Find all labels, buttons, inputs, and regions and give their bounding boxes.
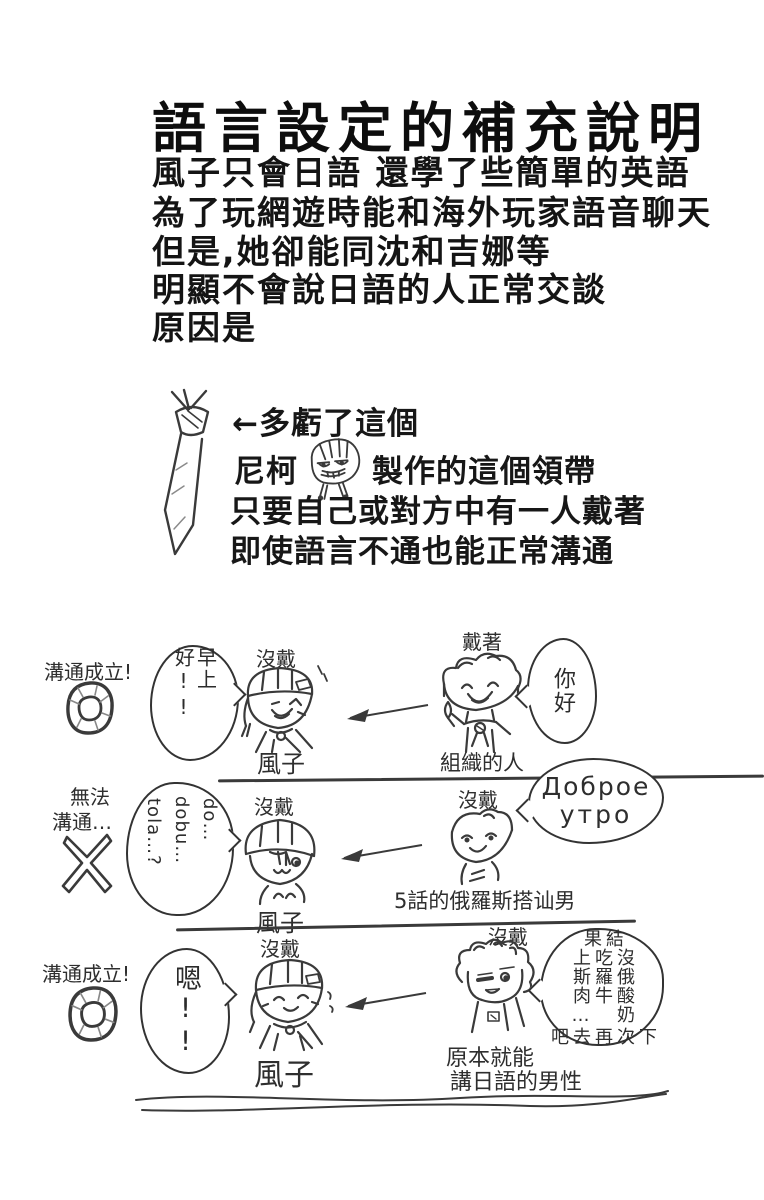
character-fuko	[240, 952, 338, 1056]
tie-rule-line: 即使語言不通也能正常溝通	[230, 534, 614, 570]
intro-line: 風子只會日語 還學了些簡單的英語	[152, 153, 691, 192]
circle-mark-icon	[64, 680, 116, 736]
panel1-left-status: 沒戴	[256, 647, 296, 671]
divider-line	[176, 919, 636, 931]
tie-sketch-icon	[158, 388, 228, 566]
bubble-text-col: 沒吃上	[570, 947, 635, 967]
speech-bubble-fuko: 嗯!!	[140, 948, 230, 1074]
bubble-text-col: 酸奶牛肉…	[570, 985, 635, 1027]
bubble-text: 嗯!!	[170, 963, 201, 1059]
circle-mark-icon	[66, 984, 120, 1044]
speech-bubble-org-member: 你好	[527, 638, 597, 744]
bubble-text: 你好	[550, 667, 575, 715]
arrow-left-icon	[344, 700, 430, 724]
character-russian-man	[436, 804, 520, 890]
panel2-right-status: 沒戴	[458, 788, 498, 812]
panel3-left-name: 風子	[254, 1058, 314, 1093]
speech-bubble-japanese-man: 結果 沒吃上 俄羅斯 酸奶牛肉… 下次再去吧	[540, 928, 664, 1046]
bubble-line: Доброе	[541, 772, 651, 801]
speech-bubble-russian: Доброе утро	[528, 758, 664, 844]
cross-mark-icon	[60, 832, 114, 894]
intro-line: 但是,她卻能同沈和吉娜等	[152, 232, 552, 271]
panel3-left-status: 沒戴	[260, 937, 300, 961]
panel3-result-label: 溝通成立!	[42, 962, 131, 986]
character-japanese-man	[448, 936, 540, 1042]
maker-name: 尼柯	[234, 453, 298, 490]
panel1-result-label: 溝通成立!	[44, 660, 133, 684]
panel1-left-name: 風子	[257, 750, 305, 778]
maker-note-text: 製作的這個領帶	[372, 453, 596, 490]
arrow-left-icon	[338, 840, 424, 864]
character-fuko	[234, 812, 326, 906]
bubble-text: 早上好!!	[171, 647, 218, 721]
speech-bubble-fuko: do… dobu… tola…?	[126, 782, 234, 916]
bubble-text-col: 結果	[581, 928, 624, 948]
panel2-left-status: 沒戴	[254, 795, 294, 819]
bubble-text-col: dobu…	[171, 796, 192, 865]
arrow-left-icon	[342, 988, 428, 1012]
bubble-text-col: 下次再去吧	[548, 1026, 657, 1046]
panel3-right-status: 沒戴	[488, 925, 528, 949]
panel2-right-name: 5話的俄羅斯搭讪男	[394, 889, 576, 913]
panel1-right-status: 戴著	[462, 630, 502, 654]
character-org-member	[434, 648, 526, 760]
intro-line: 明顯不會說日語的人正常交談	[152, 270, 607, 309]
bubble-text-col: tola…?	[143, 798, 164, 866]
character-fuko	[234, 660, 329, 756]
bubble-text-col: do…	[199, 798, 220, 842]
tie-maker-note: 尼柯 製作的這個領帶	[234, 432, 596, 504]
panel3-right-name: 原本就能	[446, 1046, 535, 1071]
panel2-result-label: 溝通…	[52, 810, 112, 834]
panel2-left-name: 風子	[256, 909, 304, 937]
bottom-double-line	[130, 1086, 675, 1120]
intro-line: 為了玩網遊時能和海外玩家語音聊天	[152, 193, 712, 232]
panel2-result-label: 無法	[70, 785, 110, 809]
intro-line: 原因是	[152, 308, 257, 347]
bubble-text: Доброе утро	[542, 773, 651, 829]
bubble-line: утро	[559, 800, 633, 829]
niko-face-sketch-icon	[306, 434, 364, 502]
tie-thanks-note: ←多虧了這個	[232, 406, 419, 442]
speech-bubble-fuko: 早上好!!	[150, 645, 239, 761]
bubble-text-col: 俄羅斯	[570, 966, 635, 986]
panel1-right-name: 組織的人	[440, 751, 524, 775]
tie-rule-line: 只要自己或對方中有一人戴著	[230, 494, 646, 530]
page-title: 語言設定的補充說明	[152, 97, 710, 160]
panel3-right-name: 講日語的男性	[450, 1070, 583, 1095]
